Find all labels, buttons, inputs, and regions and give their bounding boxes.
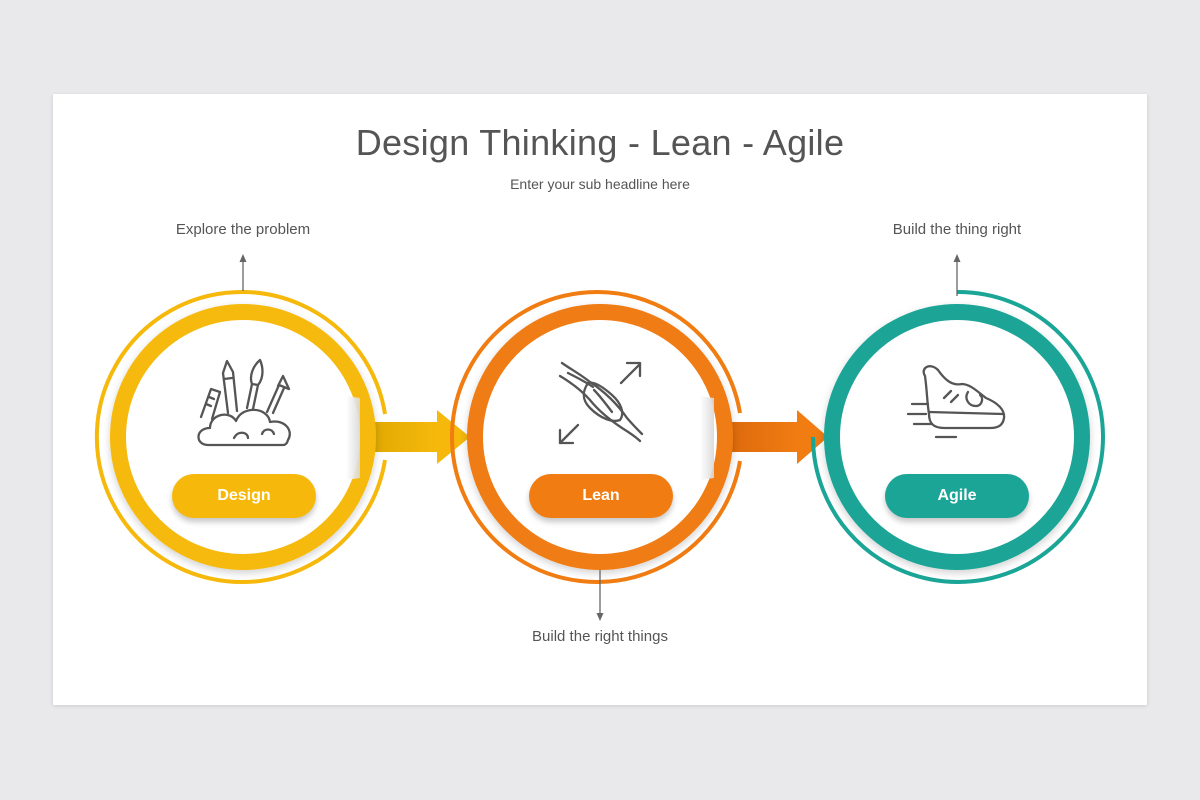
design-outer-ring <box>94 290 387 584</box>
running-shoe-icon <box>906 365 1006 439</box>
design-button[interactable]: Design <box>172 474 316 518</box>
stage-agile <box>811 254 1105 584</box>
stage-lean <box>450 290 742 621</box>
lean-main-ring <box>467 304 733 570</box>
muscle-expand-icon <box>558 361 644 445</box>
page-subtitle: Enter your sub headline here <box>510 176 690 192</box>
lean-button[interactable]: Lean <box>529 474 673 518</box>
agile-button[interactable]: Agile <box>885 474 1029 518</box>
design-main-ring <box>110 304 376 570</box>
agile-outer-ring <box>811 289 1105 584</box>
page-title: Design Thinking - Lean - Agile <box>355 122 845 163</box>
note-build-thing-right: Build the thing right <box>892 221 1022 238</box>
art-supplies-icon <box>197 358 291 447</box>
stage-design <box>94 254 387 584</box>
note-build-right-things: Build the right things <box>532 628 668 645</box>
note-explore-problem: Explore the problem <box>175 221 311 238</box>
lean-outer-ring <box>450 290 742 584</box>
